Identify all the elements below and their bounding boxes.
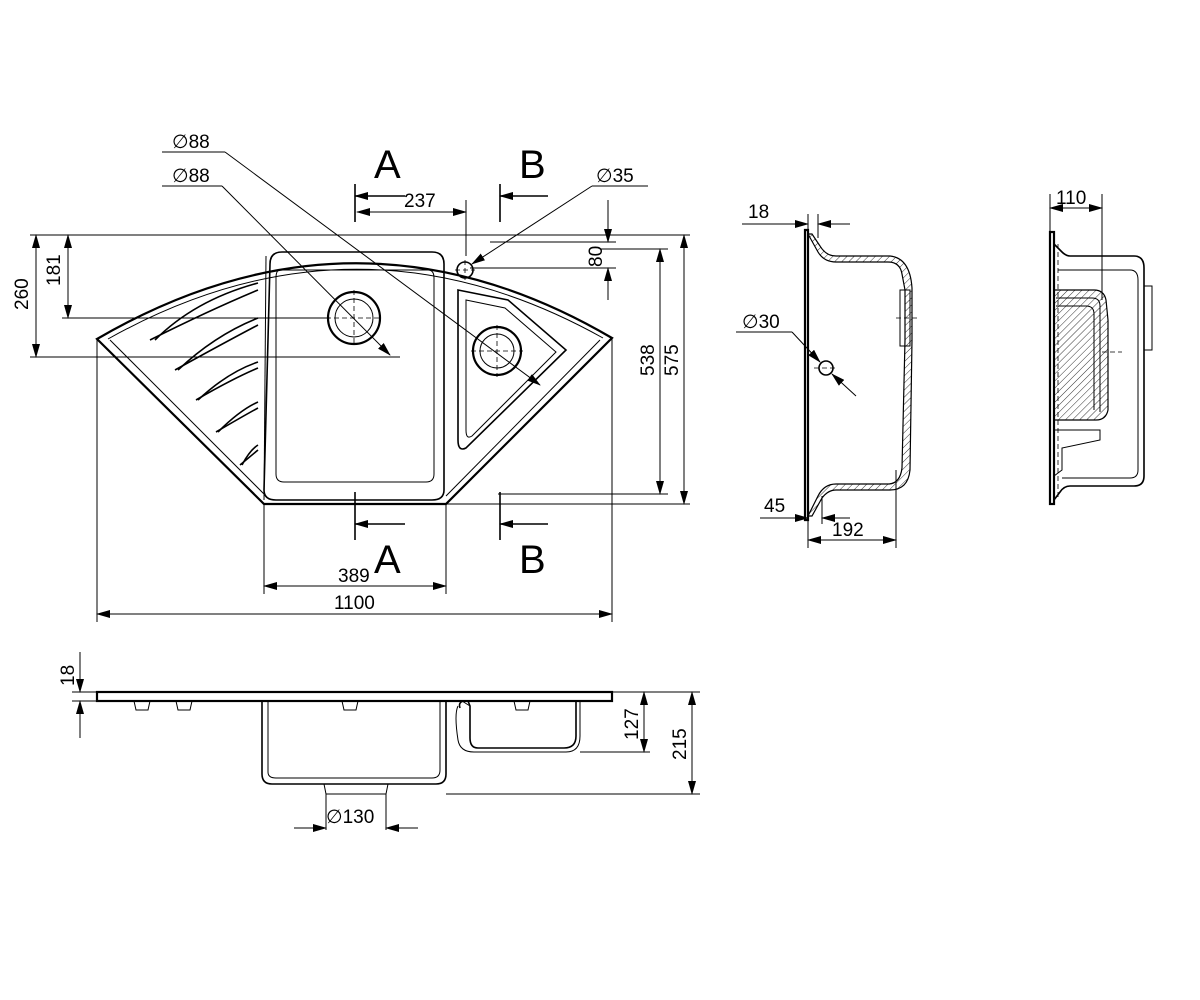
dim-18-side: 18: [748, 202, 769, 223]
dim-389: 389: [338, 566, 370, 587]
svg-text:B: B: [519, 538, 546, 582]
dim-538: 538: [638, 344, 659, 376]
dim-110: 110: [1056, 188, 1086, 209]
plan-view: ∅88 ∅88 ∅35 A B A B 237: [12, 132, 690, 622]
dim-192: 192: [832, 520, 864, 541]
dim-127: 127: [622, 708, 643, 740]
dim-575: 575: [662, 344, 683, 376]
dim-80: 80: [586, 246, 607, 267]
svg-text:A: A: [374, 143, 401, 187]
section-view-b: 110: [1048, 188, 1153, 506]
main-bowl: [263, 251, 445, 501]
dim-260: 260: [12, 278, 33, 310]
section-a-bottom: A: [354, 492, 405, 582]
dim-1100: 1100: [334, 593, 375, 614]
dia-88-label-2: ∅88: [172, 166, 210, 187]
dim-237: 237: [404, 191, 436, 212]
dia-130-label: ∅130: [326, 807, 374, 828]
front-view: 18 127 215 ∅130: [58, 652, 700, 832]
dim-18-front: 18: [58, 665, 79, 686]
section-b-top: B: [499, 143, 548, 222]
dim-45: 45: [764, 496, 785, 517]
drainer-grooves: [149, 282, 259, 466]
dia-35-label: ∅35: [596, 166, 634, 187]
svg-text:B: B: [519, 143, 546, 187]
sink-rim-inner: [107, 268, 604, 340]
section-view-a: 18 ∅30 45 192: [736, 202, 918, 548]
dim-181: 181: [44, 254, 65, 286]
sink-outline: [95, 262, 614, 506]
drain-hole-small: [471, 325, 523, 377]
tap-hole: [455, 260, 475, 280]
svg-text:A: A: [374, 538, 401, 582]
section-b-bottom: B: [499, 492, 548, 582]
dia-30-label: ∅30: [742, 312, 780, 333]
dim-215: 215: [670, 728, 691, 760]
section-a-top: A: [354, 143, 405, 222]
dia-88-label-1: ∅88: [172, 132, 210, 153]
